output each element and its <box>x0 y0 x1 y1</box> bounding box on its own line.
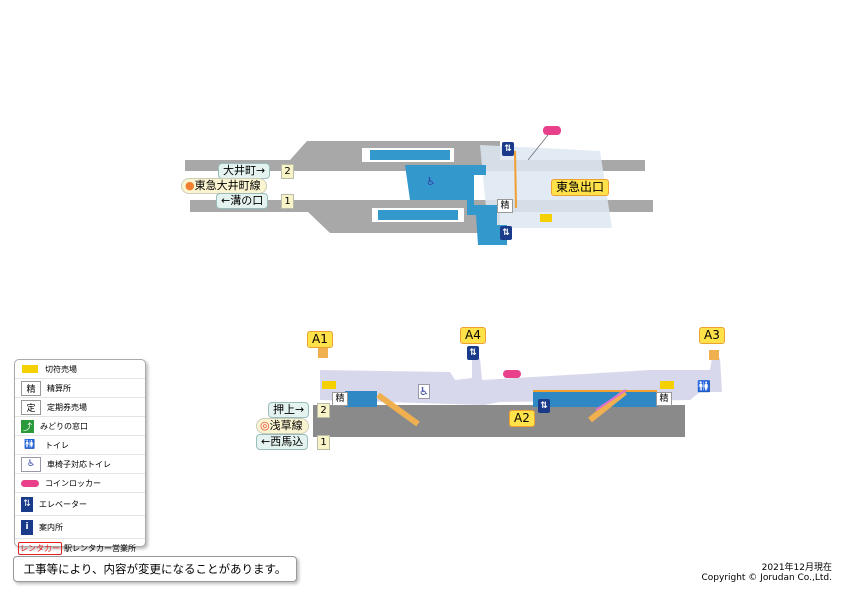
fare-adjustment-icon: 精 <box>21 380 41 396</box>
legend-item: 精精算所 <box>15 379 145 398</box>
exit-a1[interactable]: A1 <box>307 331 333 348</box>
copyright: Copyright © Jorudan Co.,Ltd. <box>701 573 832 583</box>
top-track1-number: 1 <box>281 194 294 209</box>
bottom-track2-number: 2 <box>317 403 330 418</box>
legend-item: ⇅エレベーター <box>15 493 145 516</box>
legend-item: 定定期券売場 <box>15 398 145 417</box>
bottom-track1-number: 1 <box>317 435 330 450</box>
exit-a4[interactable]: A4 <box>460 327 486 344</box>
legend-item: 🚻トイレ <box>15 436 145 455</box>
bottom-platform <box>313 405 685 437</box>
bottom-track1-direction: ←西馬込 <box>256 434 309 450</box>
ticket-machine-icon <box>21 363 39 376</box>
top-line-name: ●東急大井町線 <box>181 178 267 194</box>
elevator-icon: ⇅ <box>21 496 33 512</box>
coin-locker-icon <box>543 126 561 135</box>
top-track1-direction: ←溝の口 <box>216 193 269 209</box>
notice: 工事等により、内容が変更になることがあります。 <box>13 556 297 582</box>
elevator-icon: ⇅ <box>500 226 512 240</box>
top-exit-label[interactable]: 東急出口 <box>551 179 610 196</box>
legend: 切符売場 精精算所 定定期券売場 ⤴みどりの窓口 🚻トイレ ♿車椅子対応トイレ … <box>14 359 146 555</box>
legend-item: コインロッカー <box>15 474 145 493</box>
accessible-toilet-icon: ♿ <box>418 384 430 399</box>
elevator-icon: ⇅ <box>538 399 550 413</box>
rent-a-car-icon: レンタカー <box>18 541 62 555</box>
information-icon: i <box>21 519 33 535</box>
accessible-toilet-icon: ♿ <box>426 175 436 188</box>
bottom-track2-direction: 押上→ <box>268 402 310 418</box>
toilet-icon: 🚻 <box>24 440 36 450</box>
accessible-toilet-icon: ♿ <box>21 456 41 472</box>
top-concourse <box>405 165 507 245</box>
line-dot-icon: ● <box>185 179 195 192</box>
fare-adjust-icon: 精 <box>656 392 672 406</box>
exit-a3[interactable]: A3 <box>699 327 725 344</box>
coin-locker-icon <box>503 370 521 378</box>
top-fare-adjust-icon: 精 <box>497 199 513 213</box>
top-track2-number: 2 <box>281 164 294 179</box>
exit-a2[interactable]: A2 <box>509 410 535 427</box>
toilet-icon: 🚻 <box>697 380 711 393</box>
date-label: 2021年12月現在 <box>761 563 832 573</box>
coin-locker-icon <box>21 477 39 490</box>
legend-item: ⤴みどりの窓口 <box>15 417 145 436</box>
top-ticket-machine <box>540 214 552 222</box>
bottom-line-name: ◎浅草線 <box>256 418 309 434</box>
elevator-icon: ⇅ <box>502 142 514 156</box>
line-dot-icon: ◎ <box>260 419 270 432</box>
top-exit-area <box>480 145 612 228</box>
midori-window-icon: ⤴ <box>21 419 34 433</box>
fare-adjust-icon: 精 <box>332 392 348 406</box>
legend-item: レンタカー駅レンタカー営業所 <box>18 541 136 555</box>
legend-item: 切符売場 <box>15 360 145 379</box>
commuter-pass-icon: 定 <box>21 399 41 415</box>
legend-item: ♿車椅子対応トイレ <box>15 455 145 474</box>
elevator-icon: ⇅ <box>467 346 479 360</box>
top-track2-direction: 大井町→ <box>218 163 271 179</box>
